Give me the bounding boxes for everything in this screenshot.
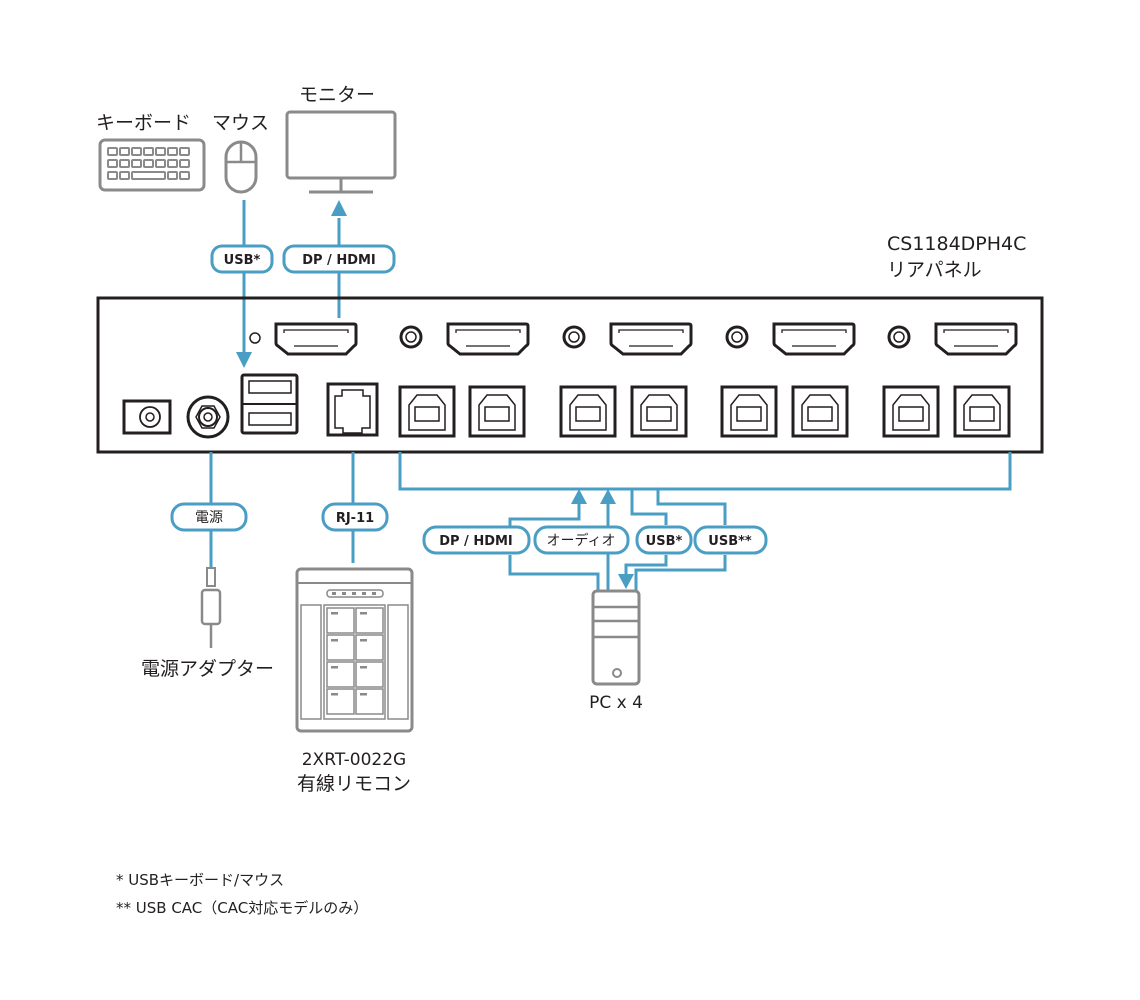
power-plug-icon: [200, 567, 222, 648]
pc4-video-port: [934, 322, 1018, 356]
pc3-video-port: [772, 322, 856, 356]
remote-label: 有線リモコン: [297, 773, 411, 795]
pc3-usb-port: [720, 385, 778, 438]
mouse-icon: [224, 140, 258, 194]
rear-panel: [96, 296, 1044, 454]
pc-cable-bundle: DP / HDMI オーディオ USB* USB**: [398, 452, 1012, 590]
pc4-usb-port: [882, 385, 940, 438]
pc-label: PC x 4: [589, 693, 643, 713]
usb-console-cable: USB*: [210, 200, 274, 368]
rj11-cable-label: RJ-11: [336, 511, 374, 526]
monitor-label: モニター: [299, 84, 375, 106]
footnote-usb: * USBキーボード/マウス: [116, 871, 284, 889]
pc2-usb-cac-port: [630, 385, 688, 438]
pc2-video-port: [609, 322, 693, 356]
pc1-usb-port: [398, 385, 456, 438]
pc1-audio-port: [399, 325, 423, 349]
pc-video-cable-label: DP / HDMI: [439, 534, 513, 549]
pc3-audio-port: [725, 325, 749, 349]
power-jack-icon: [122, 399, 172, 435]
pc4-usb-cac-port: [953, 385, 1011, 438]
rj11-cable: RJ-11: [321, 452, 389, 563]
power-cable: 電源: [170, 452, 248, 568]
footnote-usb-cac: ** USB CAC（CAC対応モデルのみ）: [116, 899, 368, 917]
pc2-audio-port: [562, 325, 586, 349]
pc-usb-cable-label: USB*: [646, 534, 683, 549]
remote-control-icon: [295, 567, 414, 733]
console-usb-ports: [240, 373, 299, 435]
product-model-label: CS1184DPH4C: [887, 233, 1026, 255]
remote-model-label: 2XRT-0022G: [302, 750, 406, 770]
keyboard-label: キーボード: [96, 112, 191, 134]
power-cable-label: 電源: [195, 510, 223, 526]
pc-audio-cable-label: オーディオ: [546, 532, 615, 549]
video-console-label: DP / HDMI: [302, 253, 376, 268]
pc-tower-icon: [591, 589, 641, 686]
usb-console-label: USB*: [224, 253, 261, 268]
pc-usb-cac-cable-label: USB**: [708, 534, 752, 549]
pc1-video-port: [446, 322, 530, 356]
pc4-audio-port: [887, 325, 911, 349]
power-adapter-label: 電源アダプター: [141, 658, 274, 680]
monitor-icon: [285, 110, 397, 194]
rj11-port: [326, 382, 379, 437]
keyboard-icon: [98, 138, 206, 192]
console-video-port: [274, 322, 358, 356]
status-led-icon: [249, 332, 261, 344]
ground-terminal-icon: [186, 395, 230, 439]
pc3-usb-cac-port: [791, 385, 849, 438]
mouse-label: マウス: [212, 112, 269, 134]
rear-panel-label: リアパネル: [887, 259, 982, 281]
pc2-usb-port: [559, 385, 617, 438]
pc1-usb-cac-port: [468, 385, 526, 438]
video-console-cable: DP / HDMI: [282, 200, 396, 318]
